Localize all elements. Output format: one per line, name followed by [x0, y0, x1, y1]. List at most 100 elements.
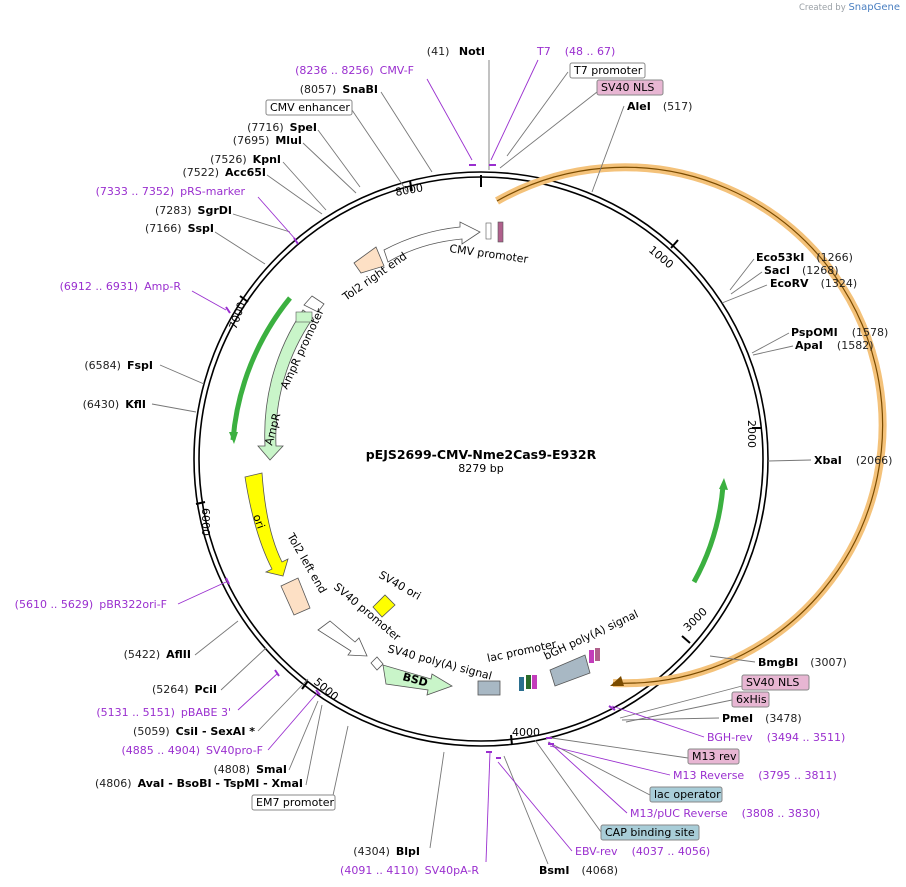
- enzyme-num: (3478): [765, 712, 802, 725]
- leader-kfli: [151, 403, 197, 413]
- primer-name: BGH-rev: [707, 731, 753, 744]
- cas9-arrowhead: [610, 676, 624, 686]
- primer-mark-sv40pro-f: [315, 689, 321, 696]
- tick-label-8000: 8000: [394, 181, 424, 199]
- enzyme-num: (4806): [95, 777, 132, 790]
- primer-label-m13-puc-reverse: M13/pUC Reverse(3808 .. 3830): [630, 807, 820, 820]
- plasmid-name: pEJS2699-CMV-Nme2Cas9-E932R: [366, 447, 597, 462]
- leader-primer-bgh-rev: [611, 705, 705, 738]
- primer-mark-bgh-rev: [608, 705, 616, 711]
- enzyme-num: (1268): [802, 264, 839, 277]
- enzyme-name: BlpI: [396, 845, 420, 858]
- box-label-em7-promoter: EM7 promoter: [256, 796, 334, 809]
- enzyme-label-bsmi: BsmI(4068): [539, 864, 618, 877]
- enzyme-num: (5422): [124, 648, 161, 661]
- enzyme-name: AvaI - BsoBI - TspMI - XmaI: [138, 777, 303, 790]
- leader-aflii: [194, 620, 239, 656]
- enzyme-num: (4304): [353, 845, 390, 858]
- leader-blpi: [429, 751, 445, 849]
- leader-spei: [317, 129, 361, 188]
- primer-name: pRS-marker: [180, 185, 245, 198]
- bsd-feature: [382, 664, 453, 696]
- enzyme-num: (6430): [83, 398, 120, 411]
- leader-primer-m13-puc: [548, 741, 628, 814]
- snapgene-credit: Created by SnapGene: [799, 2, 900, 13]
- enzyme-num: (3007): [810, 656, 847, 669]
- enzyme-name: NotI: [459, 45, 485, 58]
- enzyme-num: (1266): [816, 251, 853, 264]
- leader-t7promoter: [506, 71, 569, 157]
- leader-bsmi: [503, 755, 549, 865]
- enzyme-name: AleI: [627, 100, 651, 113]
- box-cap-binding-site: [600, 824, 700, 841]
- enzyme-name: CsiI - SexAI *: [176, 725, 256, 738]
- box-label-m13-rev: M13 rev: [692, 750, 737, 763]
- enzyme-label-sgrdi: (7283)SgrDI: [155, 204, 232, 217]
- leader-primer-cmv-f: [426, 78, 473, 161]
- leader-pcii: [220, 647, 267, 691]
- enzyme-num: (2066): [856, 454, 893, 467]
- enzyme-label-noti: (41) NotI: [427, 45, 485, 58]
- nls-mini-left: [497, 221, 504, 243]
- primer-label-sv40pro-f: (4885 .. 4904)SV40pro-F: [121, 744, 263, 757]
- primer-label-prs-marker: (7333 .. 7352)pRS-marker: [96, 185, 246, 198]
- enzyme-num: (4068): [582, 864, 619, 877]
- enzyme-label-csii-sexai: (5059)CsiI - SexAI *: [133, 725, 255, 738]
- box-lac-operator: [649, 786, 723, 803]
- primer-name: pBR322ori-F: [99, 598, 167, 611]
- enzyme-num: (7522): [182, 166, 219, 179]
- lac-operator-mini: [519, 677, 524, 691]
- tick-label-7000: 7000: [227, 300, 249, 331]
- enzyme-name: FspI: [127, 359, 153, 372]
- leader-primer-pbr322ori-f: [177, 581, 227, 605]
- primer-label-pbabe3: (5131 .. 5151)pBABE 3': [96, 706, 231, 719]
- primer-name: EBV-rev: [575, 845, 618, 858]
- box-t7-promoter: [569, 62, 646, 79]
- tick-8000: [409, 180, 413, 192]
- enzyme-num: (7166): [145, 222, 182, 235]
- enzyme-num: (1324): [821, 277, 858, 290]
- enzyme-name: EcoRV: [770, 277, 809, 290]
- enzyme-label-bmgbi: BmgBI(3007): [758, 656, 847, 669]
- enzyme-num: (7283): [155, 204, 192, 217]
- enzyme-num: (41): [427, 45, 450, 58]
- ampr-feature: [257, 309, 314, 461]
- ori-feature: [244, 472, 289, 577]
- leader-primer-ebv-rev: [497, 761, 573, 852]
- primer-range: (4885 .. 4904): [121, 744, 200, 757]
- leader-eco53ki: [729, 258, 755, 291]
- box-label-6xhis: 6xHis: [736, 693, 767, 706]
- ampr-orf-arrow: [230, 296, 292, 441]
- leader-acc65i: [266, 174, 323, 215]
- tick-label-5000: 5000: [311, 675, 341, 703]
- enzyme-label-acc65i: (7522)Acc65I: [182, 166, 266, 179]
- enzyme-name: SpeI: [290, 121, 317, 134]
- enzyme-name: Eco53kI: [756, 251, 804, 264]
- primer-range: (3808 .. 3830): [742, 807, 821, 820]
- enzyme-num: (1582): [837, 339, 874, 352]
- leader-sspi: [214, 231, 266, 265]
- primer-range: (5131 .. 5151): [96, 706, 175, 719]
- leader-smai: [288, 700, 319, 771]
- primer-label-cmv-f: (8236 .. 8256)CMV-F: [295, 64, 414, 77]
- enzyme-name: PmeI: [722, 712, 753, 725]
- leader-em7: [331, 725, 349, 801]
- backbone-outer: [193, 171, 769, 747]
- sv40-promoter-feature: [317, 620, 368, 657]
- enzyme-num: (5264): [152, 683, 189, 696]
- box-6xhis: [731, 691, 770, 708]
- primer-name: CMV-F: [380, 64, 414, 77]
- enzyme-label-pcii: (5264)PciI: [152, 683, 217, 696]
- enzyme-label-apai: ApaI(1582): [795, 339, 873, 352]
- primer-label-ebv-rev: EBV-rev(4037 .. 4056): [575, 845, 710, 858]
- enzyme-name: PspOMI: [791, 326, 838, 339]
- primer-label-t7: T7(48 .. 67): [536, 45, 615, 58]
- cas9-feature-arc: [495, 163, 887, 688]
- credit-prefix: Created by: [798, 3, 846, 13]
- enzyme-label-pspomi: PspOMI(1578): [791, 326, 888, 339]
- box-em7-promoter: [251, 794, 336, 811]
- box-m13-rev: [687, 748, 740, 765]
- leader-primer-prs-marker: [257, 196, 297, 241]
- leader-sv40nls-top: [499, 91, 598, 169]
- m13rev-mini: [532, 675, 537, 689]
